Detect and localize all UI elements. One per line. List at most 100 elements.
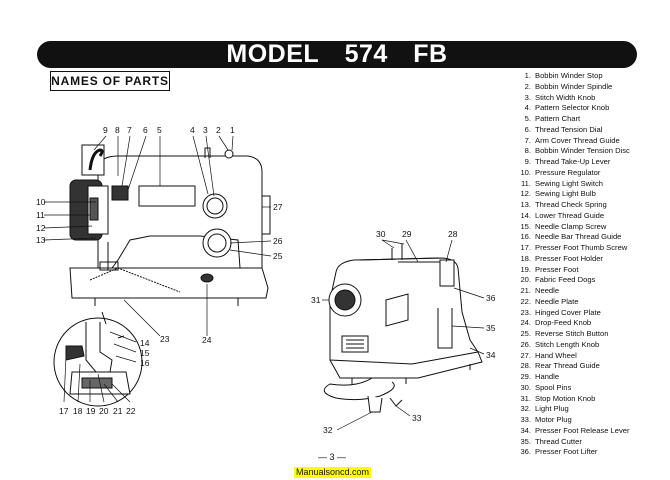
part-item: 36.Presser Foot Lifter [513,447,663,458]
callout-number: 6 [143,125,148,135]
part-item: 24.Drop-Feed Knob [513,318,663,329]
callout-number: 34 [486,350,496,360]
callout-number: 27 [273,202,283,212]
part-number: 15. [520,221,531,231]
part-item: 7. Arm Cover Thread Guide [513,136,663,147]
part-number: 32. [520,404,531,414]
callout-number: 3 [203,125,208,135]
part-number: 34. [520,425,531,435]
part-name: Arm Cover Thread Guide [535,135,620,145]
part-name: Needle [535,286,560,295]
part-name: Motor Plug [535,415,572,424]
callout-number: 2 [216,125,221,135]
part-number: 11. [521,178,531,188]
part-number: 26. [520,339,531,349]
part-name: Presser Foot [535,264,579,274]
part-number: 17. [520,243,531,252]
part-item: 23. Hinged Cover Plate [513,308,663,319]
part-item: 2.Bobbin Winder Spindle [513,82,663,93]
part-name: Sewing Light Bulb [535,189,596,199]
part-name: Presser Foot Thumb Screw [535,243,628,252]
part-item: 29. Handle [513,372,663,383]
callout-number: 18 [73,406,83,416]
part-name: Handle [535,372,560,381]
callout-number: 11 [36,210,45,220]
part-number: 5. [524,114,531,123]
part-item: 18.Presser Foot Holder [513,254,663,265]
rear-machine-illustration [323,244,483,413]
part-name: Presser Foot Release Lever [535,425,630,435]
part-item: 8.Bobbin Winder Tension Disc [513,146,663,157]
part-name: Presser Foot Holder [535,253,603,263]
callout-number: 7 [127,125,132,135]
part-name: Thread Cutter [535,436,582,446]
part-number: 9. [524,157,531,166]
part-item: 15. Needle Clamp Screw [513,222,663,233]
part-name: Hinged Cover Plate [535,307,601,317]
front-machine-illustration [69,144,271,306]
part-item: 25.Reverse Stitch Button [513,329,663,340]
callout-number: 36 [486,293,496,303]
part-number: 8. [524,146,531,156]
callout-number: 25 [273,251,283,261]
part-number: 21. [520,286,531,295]
model-suffix: FB [413,40,448,68]
part-item: 4.Pattern Selector Knob [513,103,663,114]
part-number: 23. [520,307,531,317]
section-title: NAMES OF PARTS [50,71,170,91]
part-number: 19. [520,264,531,274]
part-number: 29. [520,372,531,381]
callout-number: 23 [160,334,170,344]
part-number: 10. [520,167,531,177]
part-name: Reverse Stitch Button [535,329,609,338]
part-name: Thread Check Spring [535,200,607,209]
part-item: 17. Presser Foot Thumb Screw [513,243,663,254]
part-item: 20.Fabric Feed Dogs [513,275,663,286]
part-number: 3. [524,92,531,102]
part-name: Lower Thread Guide [535,210,605,220]
part-number: 14. [520,210,531,220]
callout-number: 15 [140,348,150,358]
part-item: 6.Thread Tension Dial [513,125,663,136]
part-name: Thread Take-Up Lever [535,157,611,166]
part-number: 27. [520,350,531,360]
part-item: 26.Stitch Length Knob [513,340,663,351]
part-number: 31. [520,393,531,403]
part-number: 7. [524,135,531,145]
part-item: 34. Presser Foot Release Lever [513,426,663,437]
callout-number: 13 [36,235,46,245]
callout-number: 17 [59,406,69,416]
callout-number: 21 [113,406,123,416]
model-word: MODEL [226,40,320,68]
part-name: Sewing Light Switch [535,178,603,188]
part-item: 13.Thread Check Spring [513,200,663,211]
callout-number: 32 [323,425,333,435]
part-item: 12. Sewing Light Bulb [513,189,663,200]
part-number: 35. [520,436,531,446]
needle-area-detail [53,311,143,407]
part-number: 28. [520,361,531,371]
callout-number: 31 [311,295,321,305]
part-name: Stitch Width Knob [535,92,596,102]
part-number: 20. [520,275,531,285]
callout-number: 14 [140,338,150,348]
part-number: 30. [520,382,531,392]
part-name: Needle Plate [535,296,579,306]
part-number: 12. [520,189,531,199]
callout-number: 8 [115,125,120,135]
part-number: 6. [524,124,531,134]
part-name: Stop Motion Knob [535,393,596,403]
page-number: — 3 — [318,452,347,462]
part-number: 1. [524,71,531,80]
callout-number: 29 [402,229,412,239]
part-name: Needle Bar Thread Guide [535,232,622,242]
part-name: Needle Clamp Screw [535,221,607,231]
part-number: 33. [520,415,531,424]
part-number: 24. [520,318,531,328]
callout-number: 4 [190,125,195,135]
part-name: Bobbin Winder Spindle [535,81,613,91]
part-item: 10.Pressure Regulator [513,168,663,179]
